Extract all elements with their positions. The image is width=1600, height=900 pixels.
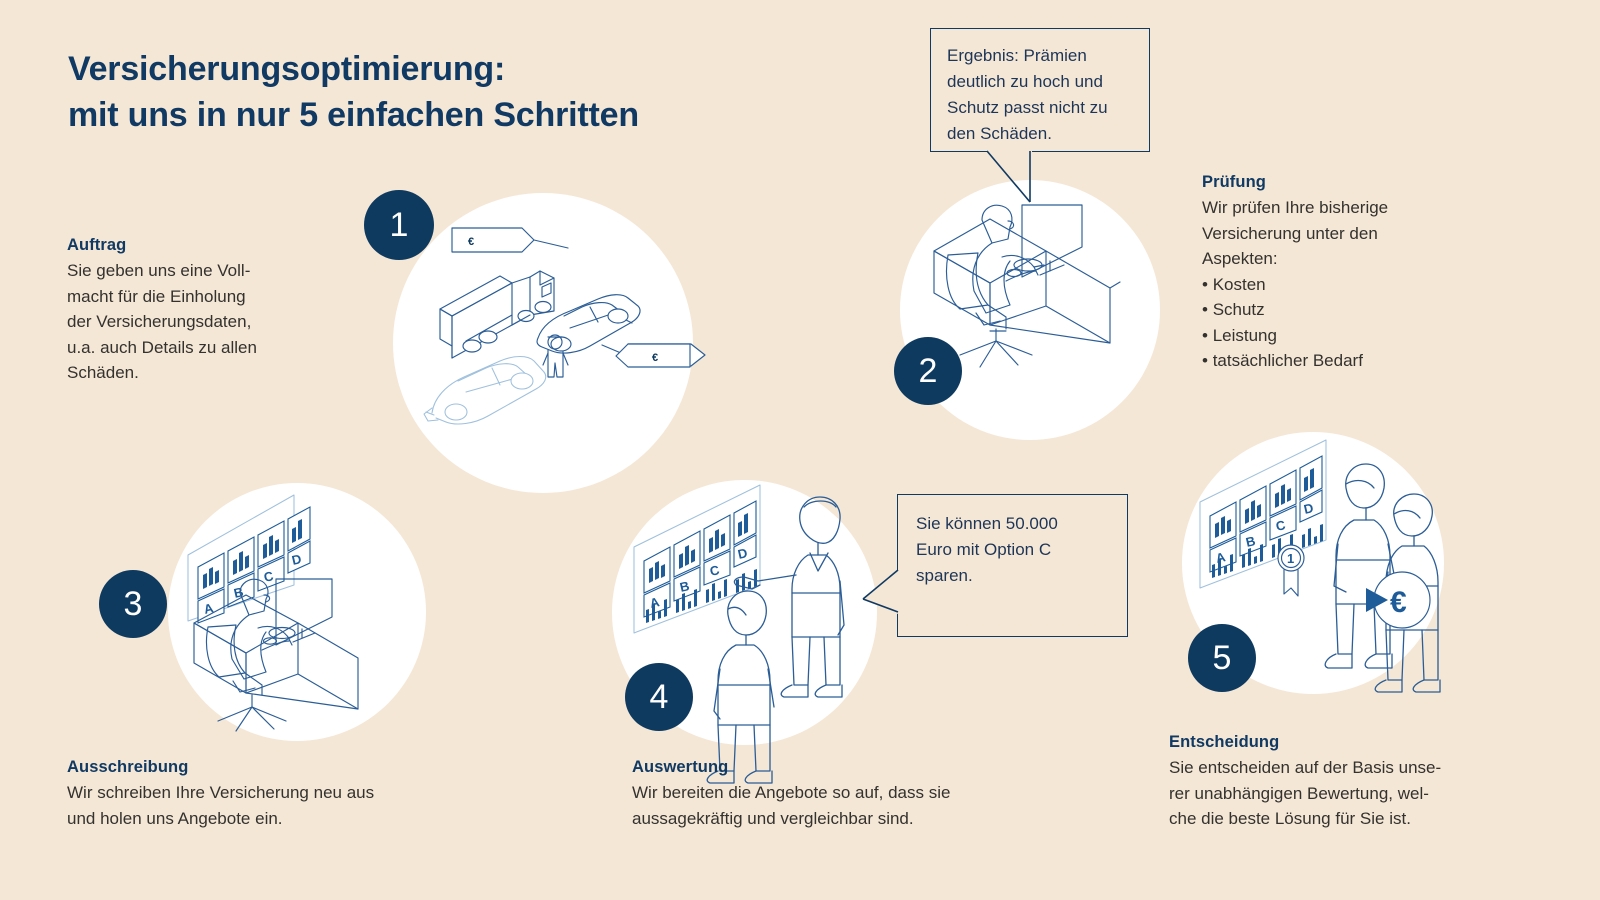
svg-text:C: C [708,562,721,579]
title-line-1: Versicherungsoptimierung: [68,50,506,88]
step-2-bullet-0: Kosten [1202,272,1502,298]
seated-person-icon [230,578,293,680]
callout-auswertung-tail [862,569,899,614]
board-panel-a: A [1209,501,1237,573]
svg-text:C: C [262,568,275,585]
chart-board-icon: A B C [1199,439,1327,597]
board-panel-c: C [703,514,731,586]
svg-text:B: B [678,578,691,595]
chair-icon [945,252,1033,368]
step-2-badge: 2 [894,337,962,405]
svg-text:D: D [1302,500,1315,517]
euro-coin-icon: € [1366,571,1431,629]
svg-text:A: A [1214,549,1227,566]
svg-text:1: 1 [1287,551,1294,566]
truck-icon [439,270,555,359]
board-panel-d: D [733,500,757,568]
step-3-text-block: Ausschreibung Wir schreiben Ihre Versich… [67,758,507,831]
chart-board-icon: A B C [633,484,761,634]
board-sparkline-row [1212,524,1323,578]
board-panel-b: B [227,536,255,608]
damaged-car-icon [423,355,547,425]
board-panel-d: D [1299,455,1323,523]
monitor-icon [1021,204,1083,278]
award-ribbon-icon: 1 [1277,544,1305,597]
step-2-bullet-3: tatsächlicher Bedarf [1202,348,1502,374]
step-2-bullet-list: Kosten Schutz Leistung tatsächlicher Bed… [1202,272,1502,374]
step-3-heading: Ausschreibung [67,758,189,776]
step-1-illustration: € [423,215,706,430]
svg-text:B: B [1244,533,1257,550]
step-2-bullet-2: Leistung [1202,323,1502,349]
step-5-text-block: Entscheidung Sie entscheiden auf der Bas… [1169,733,1489,832]
board-panel-c: C [257,520,285,592]
step-2-number: 2 [918,351,938,390]
page-title: Versicherungsoptimierung: mit uns in nur… [68,46,888,138]
step-4-badge: 4 [625,663,693,731]
step-1-text-block: Auftrag Sie geben uns eine Voll- macht f… [67,236,332,386]
board-sparkline-row [646,569,757,623]
step-5-illustration: A B C [1198,439,1448,693]
step-1-heading: Auftrag [67,236,127,254]
step-5-body: Sie entscheiden auf der Basis unse- rer … [1169,758,1442,828]
desk-icon [193,594,359,710]
svg-text:€: € [1390,586,1407,619]
callout-auswertung: Sie können 50.000 Euro mit Option C spar… [897,494,1128,637]
step-4-illustration: A B C [632,484,882,784]
step-3-body: Wir schreiben Ihre Versicherung neu aus … [67,783,375,828]
board-panel-d: D [287,506,311,574]
keyboard-icon [1006,258,1043,278]
board-panel-a: A [643,546,671,618]
title-line-2: mit uns in nur 5 einfachen Schritten [68,96,639,134]
price-tag-right: € [601,343,706,368]
advisor-person-icon [1324,463,1405,669]
step-2-bullet-1: Schutz [1202,297,1502,323]
step-5-badge: 5 [1188,624,1256,692]
callout-pruefung-text: Ergebnis: Prämien deutlich zu hoch und S… [947,46,1108,143]
svg-text:C: C [1274,517,1287,534]
step-4-text-block: Auswertung Wir bereiten die Angebote so … [632,758,1072,831]
svg-text:A: A [648,594,661,611]
car-icon [536,294,641,354]
svg-text:D: D [736,545,749,562]
svg-text:€: € [652,352,658,364]
seated-person-icon [972,204,1045,314]
price-tag-left: € [451,227,569,253]
board-panel-c: C [1269,469,1297,541]
step-4-body: Wir bereiten die Angebote so auf, dass s… [632,783,951,828]
desk-icon [933,218,1121,344]
step-5-heading: Entscheidung [1169,733,1280,751]
callout-pruefung: Ergebnis: Prämien deutlich zu hoch und S… [930,28,1150,152]
callout-pruefung-tail [986,150,1032,203]
callout-auswertung-text: Sie können 50.000 Euro mit Option C spar… [916,514,1058,585]
board-panel-b: B [1239,485,1267,557]
inspector-person-icon [542,334,569,378]
step-2-illustration [930,195,1150,410]
chart-board-icon: A B C [187,494,311,624]
presenter-person-icon [733,496,845,698]
step-2-text-block: Prüfung Wir prüfen Ihre bisherige Versic… [1202,173,1502,374]
step-1-circle [393,193,693,493]
step-4-number: 4 [649,677,669,716]
step-5-number: 5 [1212,638,1232,677]
step-3-illustration: A B C [187,494,418,735]
keyboard-icon [262,626,296,645]
board-panel-b: B [673,530,701,602]
step-3-number: 3 [123,584,143,623]
step-1-number: 1 [389,205,409,244]
board-panel-a: A [197,552,225,624]
chair-icon [205,624,287,732]
svg-text:€: € [468,236,474,248]
step-2-heading: Prüfung [1202,173,1266,191]
step-1-badge: 1 [364,190,434,260]
svg-text:D: D [290,551,303,568]
step-1-body: Sie geben uns eine Voll- macht für die E… [67,261,257,382]
step-2-body: Wir prüfen Ihre bisherige Versicherung u… [1202,198,1389,268]
listener-person-icon [706,590,775,784]
monitor-icon [275,578,333,646]
step-3-badge: 3 [99,570,167,638]
step-4-heading: Auswertung [632,758,729,776]
